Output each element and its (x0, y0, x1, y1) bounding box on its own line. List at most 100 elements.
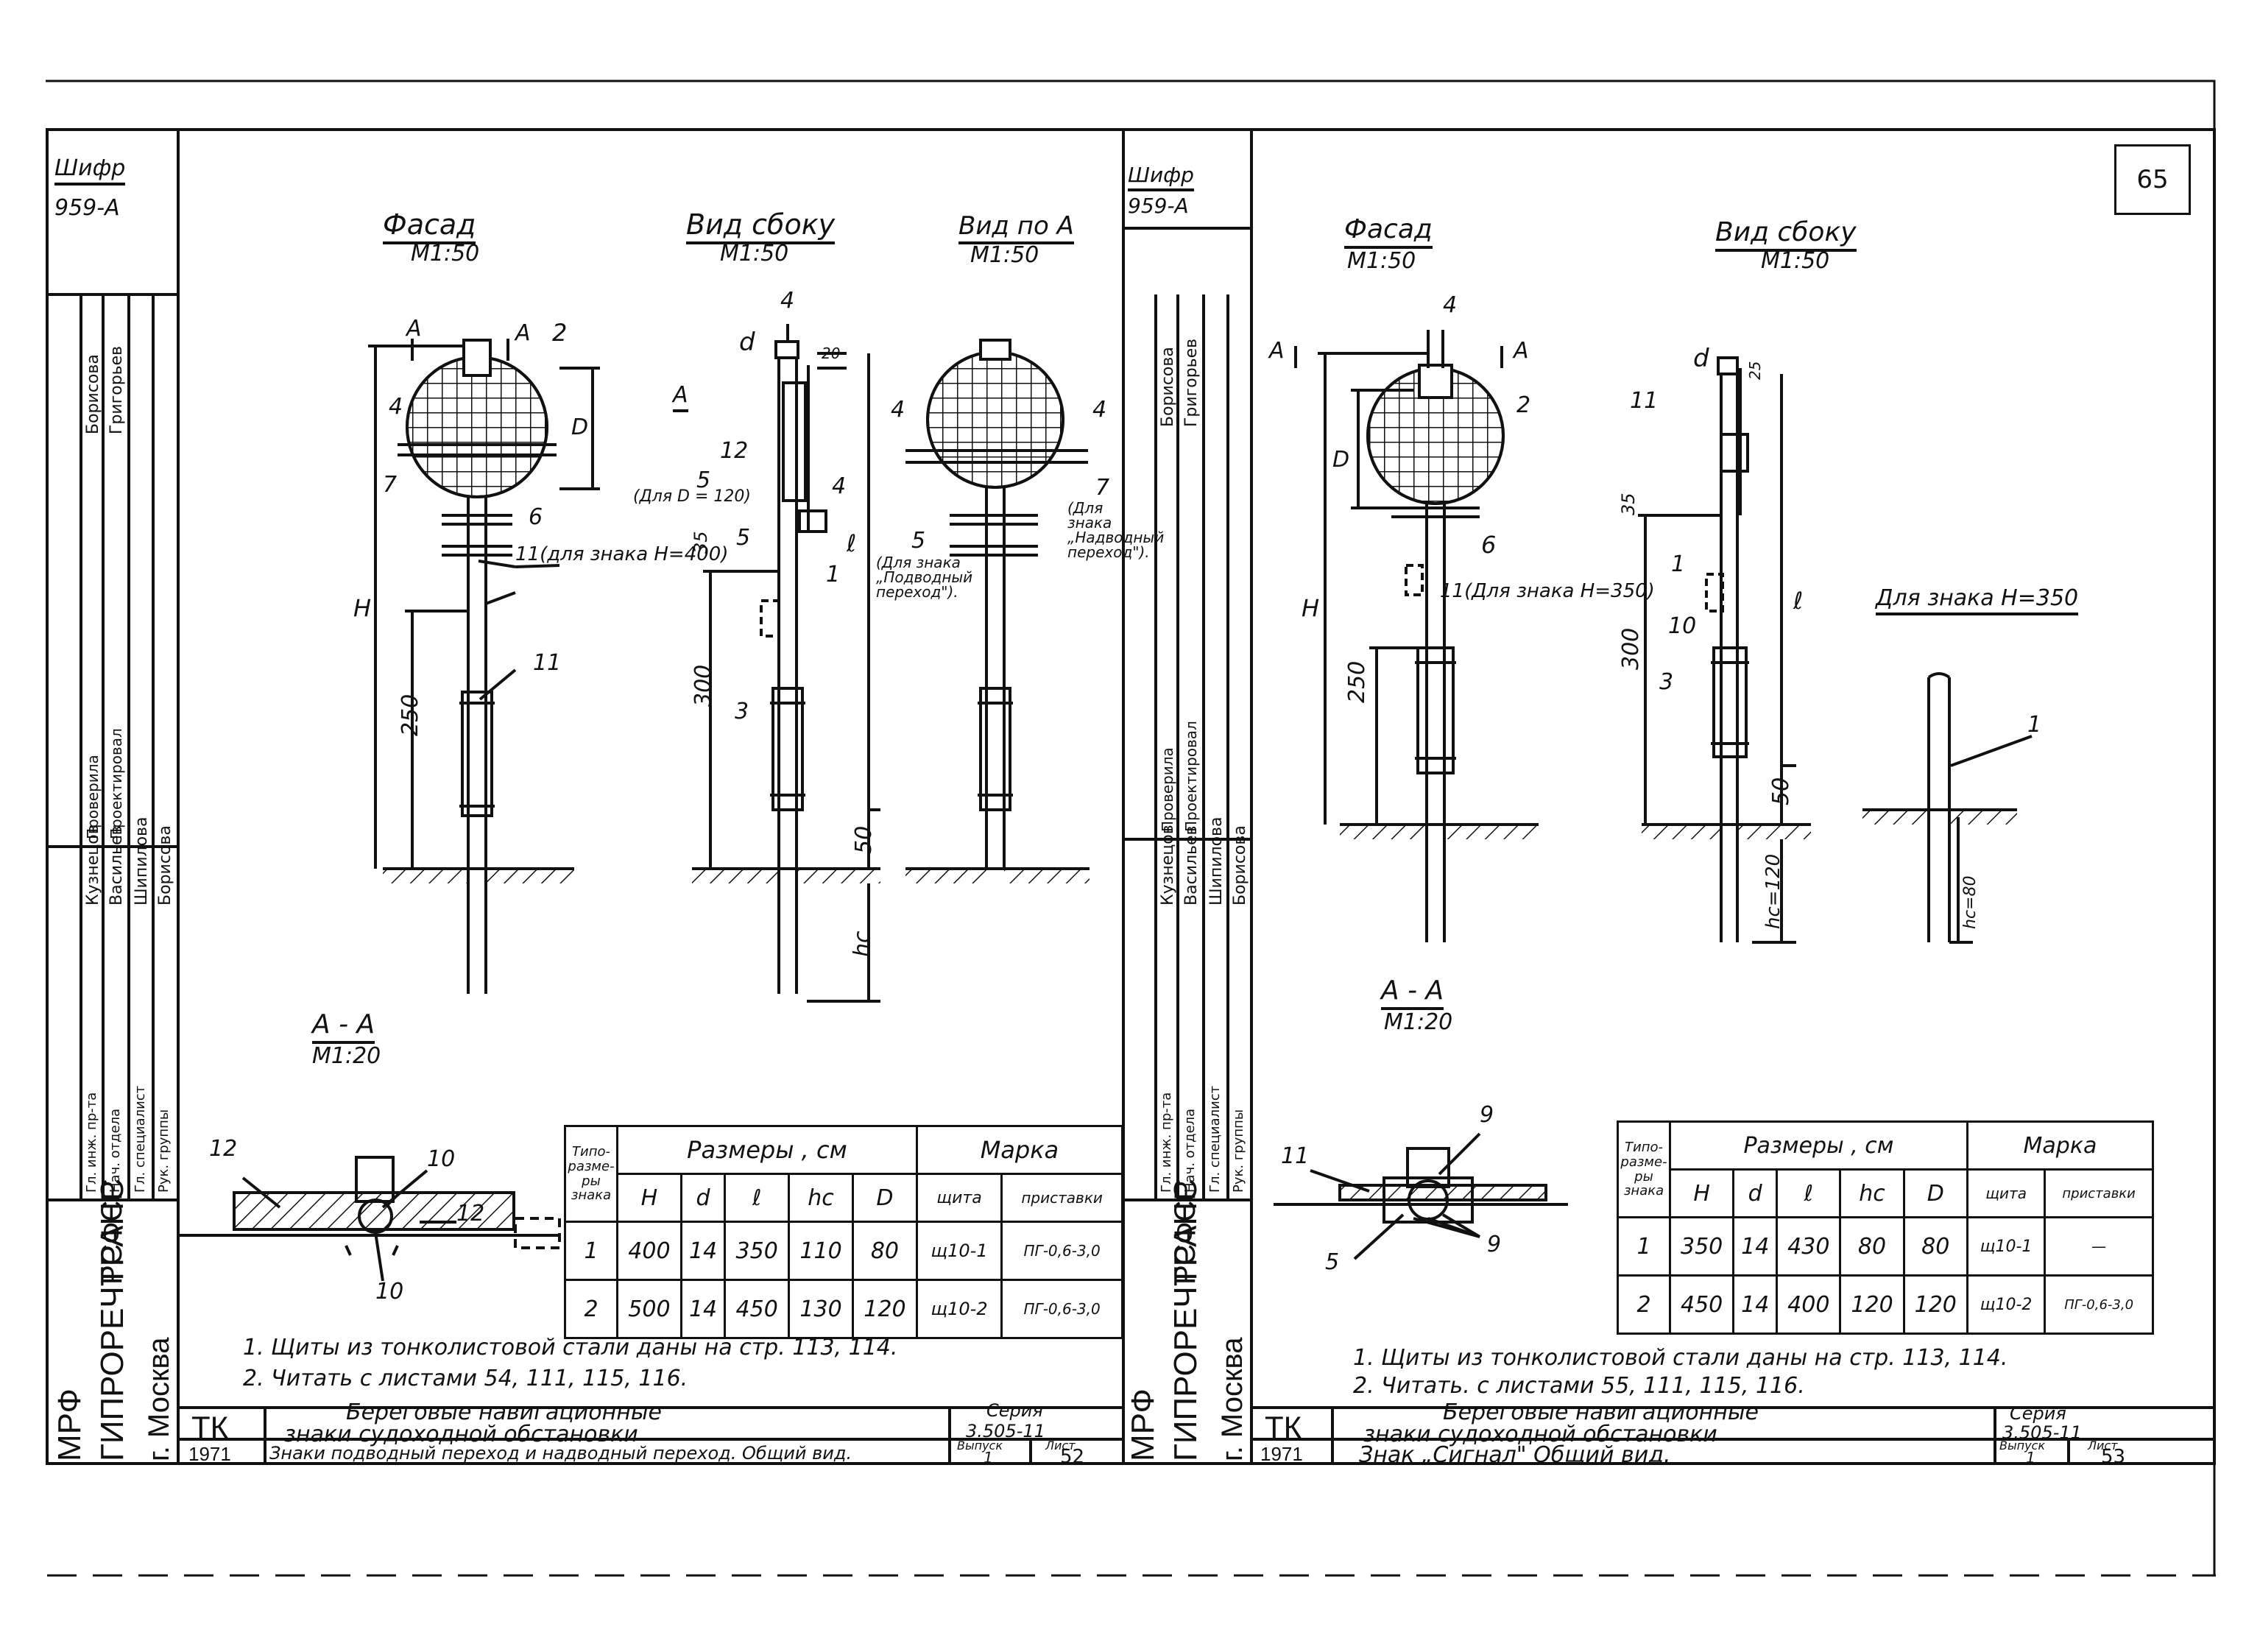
right-stamp-series-value: 3.505-11 (2002, 1422, 2082, 1443)
right-note-11: 11(Для знака Н=350) (1440, 580, 1655, 602)
table-row: 2 450 14 400 120 120 щ10-2 ПГ-0,6-3,0 (1617, 1274, 2154, 1335)
right-table-sub: D (1902, 1168, 1968, 1218)
side-stamp-role: Гл. инж. пр-та (84, 1092, 99, 1193)
left-note-11: 11(для знака Н=400) (515, 543, 729, 565)
left-callout-6: 6 (529, 504, 543, 530)
right-extra-callout-1: 1 (2027, 712, 2042, 738)
table-cell: 14 (679, 1221, 727, 1281)
left-org-mrf: МРФ (52, 1388, 88, 1461)
left-a-mark-2: А (515, 320, 531, 346)
left-side-dim-300: 300 (691, 664, 716, 707)
left-cipher-label: Шифр (54, 158, 126, 186)
table-cell: 14 (679, 1279, 727, 1339)
left-section-scale: М1:20 (312, 1043, 381, 1069)
left-table-sub: приставки (1000, 1173, 1123, 1223)
right-section-callout-9: 9 (1480, 1102, 1494, 1128)
right-table-col-sizes: Размеры , см (1669, 1120, 1968, 1171)
side-stamp-name: Григорьев (107, 345, 126, 434)
right-stamp-title-2: знаки судоходной обстановки (1363, 1422, 1717, 1447)
right-callout-6: 6 (1481, 531, 1497, 559)
left-section-callout-12: 12 (209, 1136, 238, 1162)
left-table-col-mark: Марка (915, 1125, 1124, 1175)
table-cell: 400 (616, 1221, 682, 1281)
left-side-callout-3: 3 (735, 699, 749, 724)
table-cell: 2 (564, 1279, 618, 1339)
table-cell: 1 (564, 1221, 618, 1281)
table-cell: 14 (1732, 1274, 1779, 1335)
right-section-callout-9b: 9 (1487, 1232, 1502, 1257)
side-stamp-role: Гл. специалист (1207, 1085, 1223, 1193)
table-cell: 500 (616, 1279, 682, 1339)
left-stamp-tk: ТК (191, 1410, 229, 1444)
right-dim-250: 250 (1344, 660, 1370, 703)
right-side-dim-300: 300 (1618, 627, 1644, 670)
left-table-sub: Н (616, 1173, 682, 1223)
left-side-dim-20: 20 (822, 345, 841, 362)
right-note-1: 1. Щиты из тонколистовой стали даны на с… (1353, 1345, 2008, 1371)
right-front-scale: М1:50 (1347, 248, 1416, 274)
left-stamp-title-2: знаки судоходной обстановки (284, 1422, 638, 1447)
right-table-sub: приставки (2044, 1168, 2154, 1218)
left-stamp-year: 1971 (188, 1443, 231, 1465)
left-stamp-series-value: 3.505-11 (966, 1421, 1045, 1441)
right-table-col-mark: Марка (1966, 1120, 2155, 1171)
left-cipher-value: 959-А (54, 195, 120, 221)
right-table-sub: ℓ (1776, 1168, 1842, 1218)
left-table-sub: hc (788, 1173, 854, 1223)
left-front-title: Фасад (383, 211, 476, 244)
left-section-callout-12b: 12 (456, 1201, 485, 1226)
left-spec-table: Типо-разме-ры знака Размеры , см Марка Н… (564, 1125, 1124, 1339)
right-side-dim-25: 25 (1746, 361, 1764, 380)
right-side-dim-35: 35 (1618, 493, 1639, 515)
side-stamp-role: Гл. инж. пр-та (1159, 1092, 1174, 1193)
left-table-sub: D (851, 1173, 918, 1223)
side-stamp-name: Борисова (84, 354, 102, 434)
left-viewa-note-7: (Для знака „Надводный переход"). (1067, 499, 1165, 561)
table-cell: 120 (851, 1279, 918, 1339)
right-side-title: Вид сбоку (1715, 219, 1857, 252)
table-cell: 450 (724, 1279, 791, 1339)
left-table-sub: d (679, 1173, 727, 1223)
table-cell: — (2044, 1216, 2154, 1277)
right-dim-H: Н (1302, 594, 1320, 622)
left-stamp-sheet-label: Лист (1045, 1439, 1076, 1452)
left-section-callout-10: 10 (427, 1146, 456, 1172)
left-side-arrow-a: А (673, 384, 688, 412)
right-section-callout-11: 11 (1281, 1143, 1310, 1169)
side-stamp-name: Шипилова (1207, 816, 1226, 906)
left-org-rsfsr: РСФСР (96, 1180, 128, 1285)
table-cell: ПГ-0,6-3,0 (1000, 1279, 1123, 1339)
table-cell: 350 (1668, 1216, 1735, 1277)
table-cell: 110 (788, 1221, 854, 1281)
table-cell: ПГ-0,6-3,0 (2044, 1274, 2154, 1335)
left-side-hc: hc (850, 931, 875, 957)
left-viewa-callout-4: 4 (891, 397, 905, 423)
left-side-dim-35: 35 (691, 531, 711, 554)
left-stamp-title-1: Береговые навигационные (346, 1399, 662, 1425)
side-stamp-role: Нач. отдела (107, 1108, 123, 1193)
left-viewa-callout-5: 5 (911, 528, 926, 554)
right-table-sub: щита (1966, 1168, 2047, 1218)
left-side-scale: М1:50 (720, 241, 789, 266)
side-stamp-name: Шипилова (133, 816, 151, 906)
right-table-sub: Н (1668, 1168, 1735, 1218)
left-side-title: Вид сбоку (686, 211, 836, 244)
table-cell: 350 (724, 1221, 791, 1281)
right-org-rsfsr: РСФСР (1169, 1180, 1201, 1285)
left-callout-11: 11 (533, 650, 562, 676)
table-cell: 80 (851, 1221, 918, 1281)
left-section-callout-10b: 10 (375, 1279, 404, 1305)
right-front-title: Фасад (1344, 216, 1433, 249)
right-side-callout-11: 11 (1630, 388, 1659, 414)
side-stamp-name: Борисова (1231, 825, 1249, 906)
side-stamp-name: Кузнецов (84, 825, 102, 906)
right-stamp-series-label: Серия (2010, 1403, 2066, 1424)
side-stamp-role: Проектировал (1182, 721, 1200, 832)
left-table-col-type: Типо-разме-ры знака (564, 1125, 618, 1223)
left-front-scale: М1:50 (411, 241, 480, 266)
side-stamp-role: Проверила (1159, 747, 1176, 832)
right-dim-D: D (1332, 447, 1350, 473)
table-cell: 80 (1839, 1216, 1905, 1277)
right-callout-4: 4 (1443, 292, 1458, 318)
